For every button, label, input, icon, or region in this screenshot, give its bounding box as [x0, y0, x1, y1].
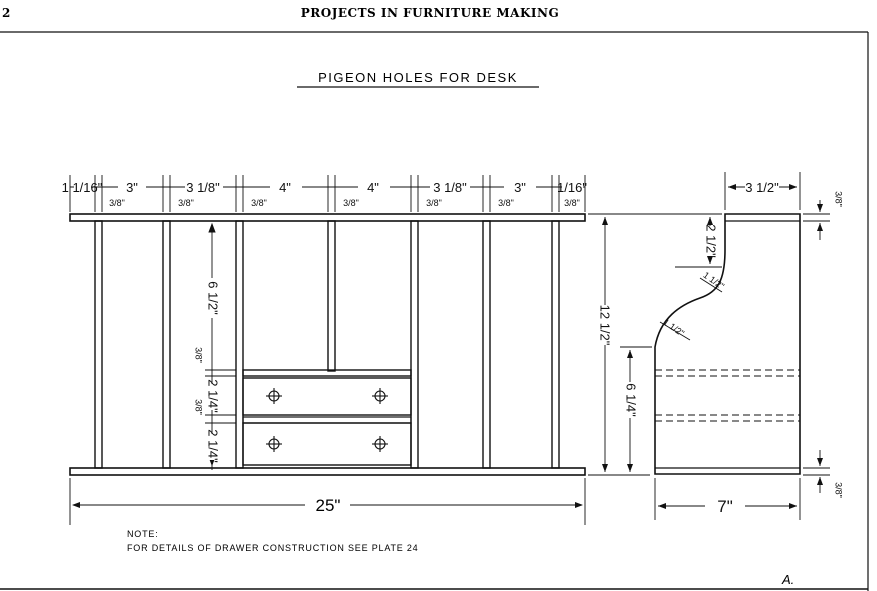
bottom-depth-label: 7": [717, 497, 733, 516]
width-label: 1/16": [557, 180, 587, 195]
height-label: 3/8": [194, 399, 204, 415]
height-label: 6 1/2": [206, 281, 221, 315]
partition: [327, 220, 336, 372]
thickness-label: 3/8": [109, 198, 125, 208]
partition: [551, 220, 560, 469]
partition: [482, 220, 491, 469]
plate-border: [0, 31, 869, 591]
height-label: 3/8": [194, 347, 204, 363]
side-view: [654, 213, 801, 475]
drawer-divider: [242, 416, 412, 424]
thickness-label: 3/8": [343, 198, 359, 208]
drawer-shelf: [242, 369, 412, 377]
side-profile: [654, 213, 801, 475]
thickness-label: 3/8": [178, 198, 194, 208]
partitions: [94, 220, 560, 469]
hidden-shelves: [655, 369, 800, 422]
curve-drop-label: 2 1/2": [704, 224, 719, 258]
width-label: 4": [279, 180, 291, 195]
shelf-thickness-label: 3/8": [834, 482, 844, 498]
top-board: [69, 213, 586, 222]
partition: [162, 220, 171, 469]
overall-width-label: 25": [316, 496, 341, 515]
front-vertical-dimension-labels: 6 1/2" 3/8" 2 1/4" 3/8" 2 1/4": [194, 278, 221, 463]
bottom-board: [69, 467, 586, 476]
running-head: PROJECTS IN FURNITURE MAKING: [301, 6, 559, 20]
upper-drawer: [242, 377, 412, 416]
partition: [94, 220, 103, 469]
front-view: [69, 213, 586, 476]
front-top-dimension-labels: 1 1/16" 3" 3 1/8" 4" 4" 3 1/8" 3" 1/16" …: [62, 180, 587, 208]
top-depth-label: 3 1/2": [745, 180, 779, 195]
thickness-label: 3/8": [498, 198, 514, 208]
partition: [235, 220, 244, 469]
overall-width-dimension: [69, 478, 586, 525]
thickness-label: 3/8": [564, 198, 580, 208]
lower-height-label: 6 1/4": [624, 383, 639, 417]
curve-radius-label: 1 1/2": [661, 317, 686, 339]
width-label: 3": [514, 180, 526, 195]
plate-mark: A.: [781, 572, 794, 587]
overall-height-label: 12 1/2": [598, 305, 613, 346]
side-dimension-labels: 3 1/2" 7" 12 1/2" 6 1/4" 2 1/2" 1 1/2" 1…: [598, 180, 844, 516]
thickness-label: 3/8": [426, 198, 442, 208]
width-label: 3 1/8": [433, 180, 467, 195]
thickness-label: 3/8": [251, 198, 267, 208]
height-label: 2 1/4": [206, 379, 221, 413]
partition: [410, 220, 419, 469]
height-label: 2 1/4": [206, 429, 221, 463]
note-heading: NOTE:: [127, 529, 159, 539]
shelf-thickness-label: 3/8": [834, 191, 844, 207]
page-number: 2: [2, 6, 11, 20]
front-top-dimensions: [69, 175, 586, 212]
side-dimension-arrows: [602, 184, 823, 509]
width-label: 4": [367, 180, 379, 195]
lower-drawer: [242, 422, 412, 466]
width-label: 3": [126, 180, 138, 195]
drawing-title: PIGEON HOLES FOR DESK: [318, 70, 518, 85]
width-label: 3 1/8": [186, 180, 220, 195]
width-label: 1 1/16": [62, 180, 103, 195]
note-text: FOR DETAILS OF DRAWER CONSTRUCTION SEE P…: [127, 543, 418, 553]
drawer-knobs: [266, 388, 388, 452]
